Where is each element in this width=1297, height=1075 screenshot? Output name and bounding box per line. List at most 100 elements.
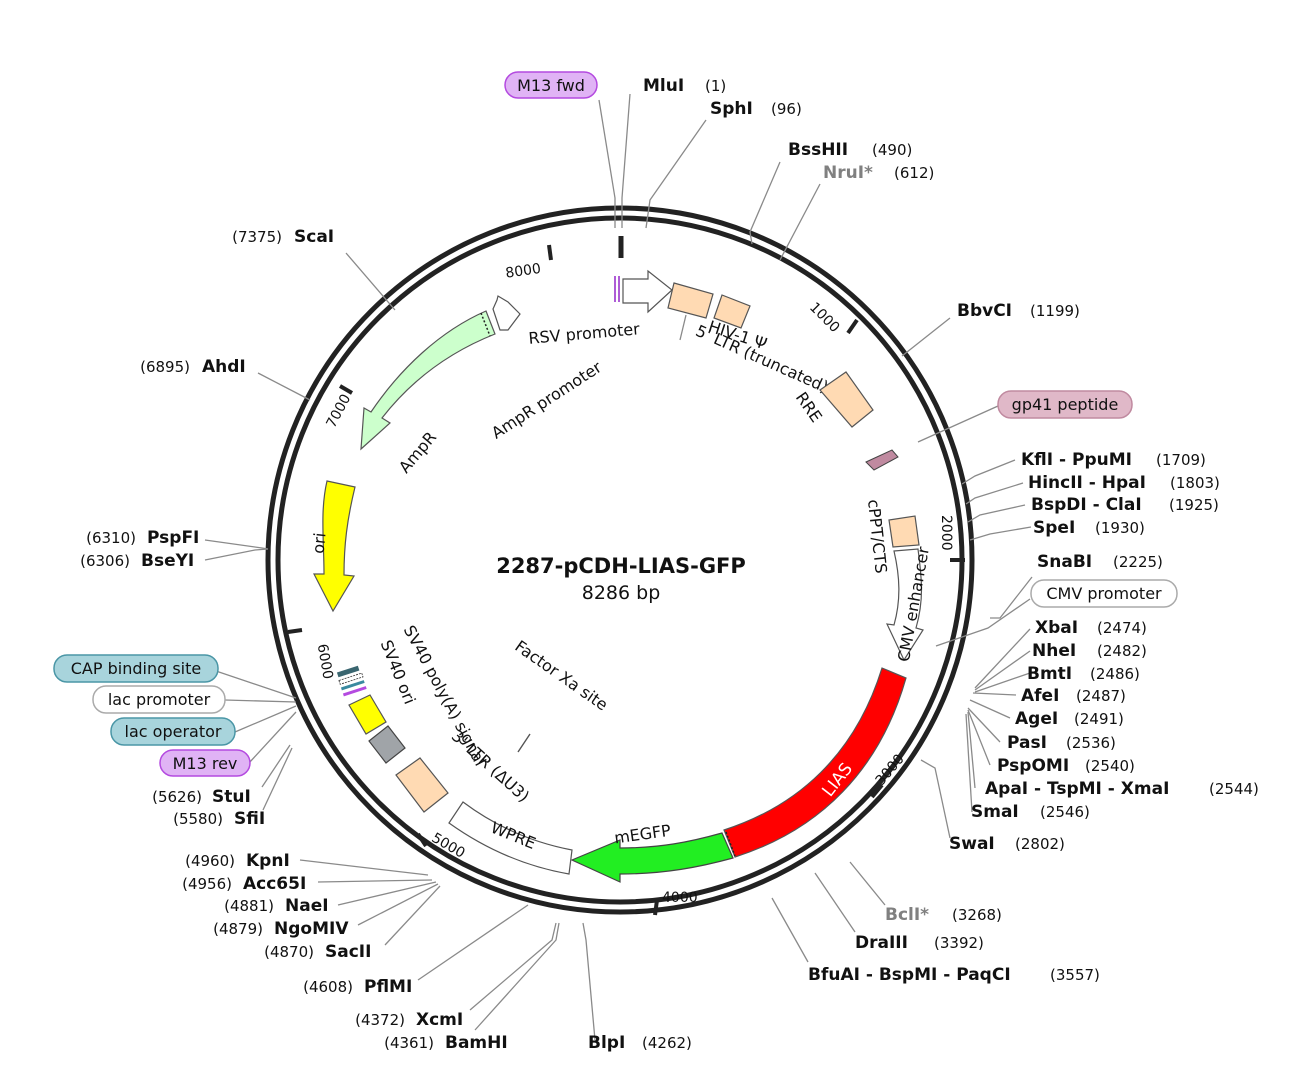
- site-pspomi[interactable]: PspOMI(2540): [997, 756, 1135, 776]
- tick-label-6000: 6000: [314, 643, 336, 681]
- site-kpni-position: (4960): [185, 852, 235, 870]
- site-pspfi[interactable]: (6310)PspFI: [86, 528, 199, 548]
- factorxa-marker: [517, 733, 531, 753]
- feature-cmvenh[interactable]: [885, 548, 924, 662]
- feature-ori[interactable]: [313, 480, 356, 613]
- site-afei[interactable]: AfeI(2487): [1021, 686, 1126, 706]
- site-pasi[interactable]: PasI(2536): [1007, 733, 1116, 753]
- leader-line: [969, 699, 1011, 719]
- bubble-lacprom-shape: [92, 685, 226, 714]
- site-naei[interactable]: (4881)NaeI: [224, 896, 328, 916]
- site-sfii-name: SfiI: [234, 809, 265, 829]
- feature-cppt[interactable]: [888, 515, 920, 548]
- site-sfii[interactable]: (5580) SfiI: [173, 809, 265, 829]
- site-sacii[interactable]: (4870)SacII: [264, 942, 371, 962]
- site-smai[interactable]: SmaI(2546): [971, 802, 1090, 822]
- site-nrui[interactable]: NruI*(612): [823, 163, 934, 183]
- site-mlui[interactable]: MluI(1): [643, 76, 726, 96]
- feature-sv40ori[interactable]: [368, 725, 406, 764]
- leader-line: [262, 747, 293, 811]
- site-pspfi-name: PspFI: [147, 528, 199, 548]
- tick-label-7000: 7000: [323, 392, 354, 431]
- feature-lias[interactable]: [723, 667, 907, 858]
- site-kfli[interactable]: KflI - PpuMI(1709): [1021, 450, 1206, 470]
- site-pflmi[interactable]: (4608)PflMI: [303, 977, 412, 997]
- bubble-m13rev-shape: [159, 749, 251, 777]
- site-nrui-position: (612): [894, 164, 934, 182]
- site-bbvci[interactable]: BbvCI(1199): [957, 301, 1080, 321]
- site-xcmi[interactable]: (4372)XcmI: [355, 1010, 463, 1030]
- bubble-m13fwd-shape: [504, 71, 598, 99]
- site-bseyi[interactable]: (6306)BseYI: [80, 551, 194, 571]
- site-agei-name: AgeI: [1015, 709, 1058, 729]
- site-bamhi[interactable]: (4361)BamHI: [384, 1033, 508, 1053]
- tick-7000: [338, 384, 354, 395]
- site-acc65i-position: (4956): [182, 875, 232, 893]
- leader-line: [582, 922, 596, 1041]
- site-scai[interactable]: (7375)ScaI: [232, 227, 334, 247]
- bubble-label-cap: CAP binding site: [71, 659, 201, 678]
- bubble-gp41[interactable]: gp41 peptide: [997, 390, 1133, 419]
- site-sphi-position: (96): [771, 100, 802, 118]
- site-bamhi-name: BamHI: [445, 1033, 508, 1053]
- site-blpi[interactable]: BlpI(4262): [588, 1033, 692, 1053]
- site-nhei[interactable]: NheI(2482): [1032, 641, 1147, 661]
- bubble-label-cmvprom: CMV promoter: [1046, 584, 1162, 603]
- bubble-cap[interactable]: CAP binding site: [53, 654, 219, 683]
- feature-sv40polya[interactable]: [348, 694, 387, 735]
- bubble-cmvprom[interactable]: CMV promoter: [1030, 579, 1178, 608]
- site-agei[interactable]: AgeI(2491): [1015, 709, 1124, 729]
- feature-gp41-marker[interactable]: [865, 449, 899, 471]
- site-bcli[interactable]: BclI*(3268): [885, 905, 1002, 925]
- site-bsshii-position: (490): [872, 141, 912, 159]
- site-pspomi-name: PspOMI: [997, 756, 1069, 776]
- site-ahdi[interactable]: (6895)AhdI: [140, 357, 246, 377]
- feature-hiv[interactable]: [713, 294, 751, 329]
- bubble-m13fwd[interactable]: M13 fwd: [504, 71, 598, 99]
- feature-label-amprprom: AmpR promoter: [488, 357, 605, 442]
- site-bfuai[interactable]: BfuAI - BspMI - PaqCI(3557): [808, 965, 1100, 985]
- bubble-lacop[interactable]: lac operator: [110, 717, 236, 746]
- feature-wpre[interactable]: [448, 801, 573, 875]
- site-draiii[interactable]: DraIII(3392): [855, 933, 984, 953]
- feature-ampr[interactable]: [360, 310, 496, 451]
- bubble-lacprom[interactable]: lac promoter: [92, 685, 226, 714]
- site-pasi-name: PasI: [1007, 733, 1047, 753]
- site-hincii[interactable]: HincII - HpaI(1803): [1028, 473, 1220, 493]
- site-bspdi-position: (1925): [1169, 496, 1219, 514]
- site-spei[interactable]: SpeI(1930): [1033, 518, 1145, 538]
- site-acc65i[interactable]: (4956) Acc65I: [182, 874, 306, 894]
- leader-line: [417, 904, 529, 981]
- site-ngomiv[interactable]: (4879)NgoMIV: [213, 919, 349, 939]
- site-apai[interactable]: ApaI - TspMI - XmaI(2544): [985, 779, 1259, 799]
- leader-line: [749, 161, 781, 245]
- bubble-gp41-shape: [997, 390, 1133, 419]
- site-kpni[interactable]: (4960)KpnI: [185, 851, 290, 871]
- site-sfii-position: (5580): [173, 810, 223, 828]
- site-swai[interactable]: SwaI(2802): [949, 834, 1065, 854]
- tick-6000: [287, 628, 303, 634]
- site-bmti[interactable]: BmtI(2486): [1027, 664, 1140, 684]
- site-bfuai-position: (3557): [1050, 966, 1100, 984]
- site-bsshii[interactable]: BssHII(490): [788, 140, 912, 160]
- feature-ltr3[interactable]: [395, 757, 449, 813]
- feature-megfp[interactable]: [570, 832, 734, 883]
- leader-lines: [204, 93, 1033, 1041]
- bubble-label-m13rev: M13 rev: [173, 754, 238, 773]
- site-xbai[interactable]: XbaI(2474): [1035, 618, 1147, 638]
- bubble-m13rev[interactable]: M13 rev: [159, 749, 251, 777]
- feature-rsvprom[interactable]: [622, 269, 673, 314]
- feature-amprprom[interactable]: [492, 295, 521, 331]
- site-stui[interactable]: (5626)StuI: [152, 787, 251, 807]
- site-acc65i-name: Acc65I: [243, 874, 306, 894]
- site-sphi[interactable]: SphI(96): [710, 99, 802, 119]
- feature-rre[interactable]: [819, 371, 874, 428]
- site-bspdi[interactable]: BspDI - ClaI(1925): [1031, 495, 1219, 515]
- tick-label-4000: 4000: [662, 890, 698, 906]
- site-nhei-position: (2482): [1097, 642, 1147, 660]
- feature-label-ampr: AmpR: [395, 428, 440, 477]
- site-snabi[interactable]: SnaBI(2225): [1037, 552, 1163, 572]
- feature-ltr5[interactable]: [667, 282, 714, 319]
- site-pflmi-name: PflMI: [364, 977, 412, 997]
